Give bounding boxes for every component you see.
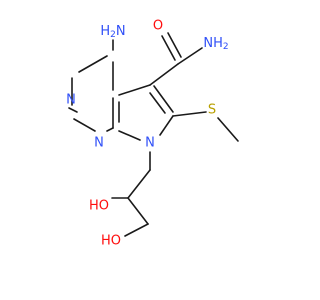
bond-ch-ch2b [127, 197, 149, 225]
bond-camide-o [161, 35, 176, 61]
bond-c6-s [172, 111, 207, 117]
bond-c5-camide [149, 63, 179, 86]
bond-ch2b-oh [124, 223, 149, 237]
bond-c2-n1 [73, 118, 96, 132]
bond-c5-c6-inner [149, 92, 166, 114]
bond-c5-c6 [153, 85, 174, 113]
ring-n7-label: N [145, 136, 155, 151]
ring-n3-label: N [66, 93, 76, 108]
bond-c6-n7 [159, 115, 174, 136]
molecule-structure: H2N O NH2 N N N S HO HO [66, 19, 239, 249]
amide-oxygen-label: O [153, 19, 163, 34]
sulfur-label: S [208, 103, 216, 118]
bond-camide-o-double [167, 32, 182, 58]
bond-c4-n3 [78, 55, 108, 73]
atom-label-layer: H2N O NH2 N N N S HO HO [66, 19, 228, 249]
bond-ch2-ch [127, 169, 151, 199]
ring-n1-label: N [94, 136, 104, 151]
hydroxyl-label-lower: HO [101, 234, 121, 249]
bond-n3-c2 [68, 107, 78, 113]
bond-n1-c7a [106, 127, 114, 132]
amide-nitrogen-label: NH2 [203, 36, 228, 53]
bond-c4a-c5 [118, 84, 151, 96]
bond-s-ch3 [217, 117, 239, 142]
amino-label: H2N [100, 24, 125, 41]
bond-n7-c7a [118, 130, 141, 141]
bond-layer [68, 32, 239, 237]
bond-camide-n [177, 47, 203, 65]
hydroxyl-label-upper: HO [89, 199, 109, 214]
